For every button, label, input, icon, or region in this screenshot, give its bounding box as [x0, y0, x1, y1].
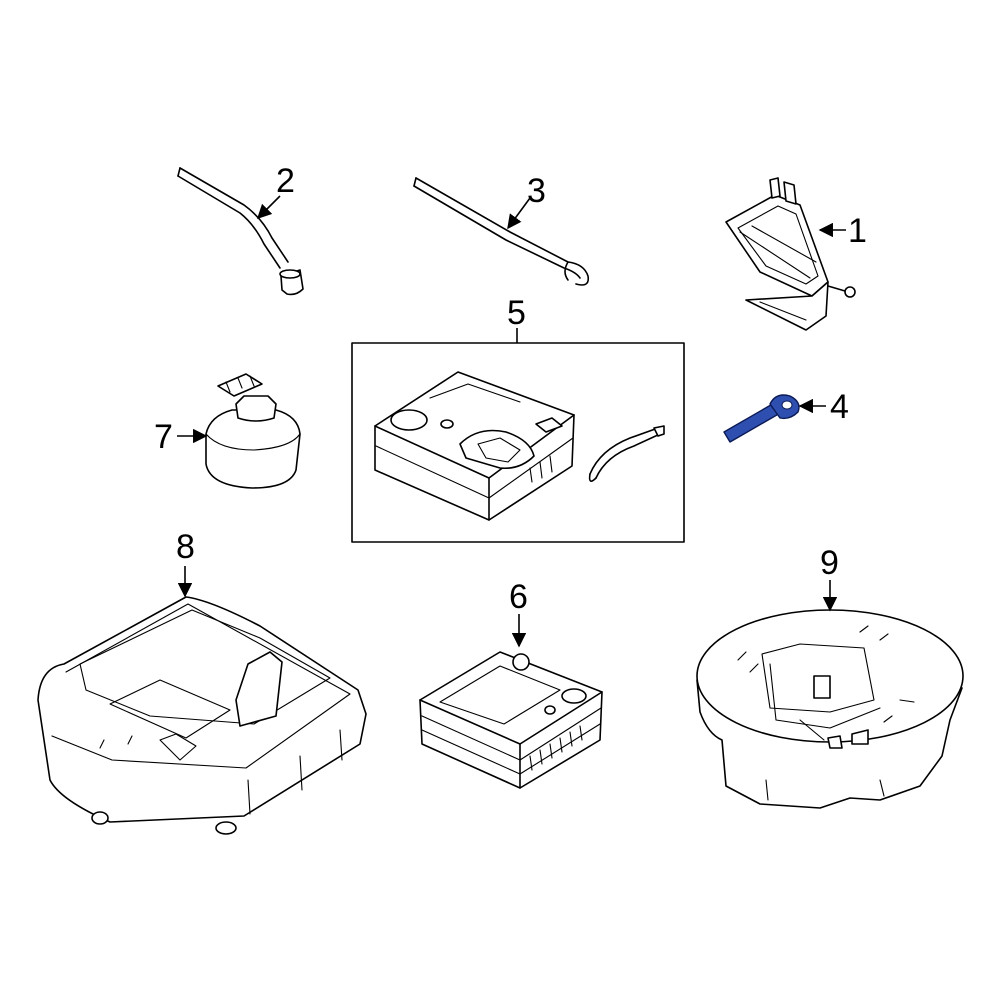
- part-2-wrench[interactable]: [177, 167, 304, 296]
- part-5-repair-kit[interactable]: [351, 342, 685, 543]
- part-8-tray[interactable]: [37, 596, 367, 835]
- callout-5: 5: [507, 294, 526, 332]
- callout-8: 8: [176, 528, 195, 566]
- callout-7: 7: [154, 418, 173, 456]
- leader-lines: [177, 195, 846, 648]
- part-3-jack-handle[interactable]: [413, 177, 590, 286]
- callout-2: 2: [276, 162, 295, 200]
- part-4-tow-eye[interactable]: [723, 394, 800, 443]
- callout-4: 4: [830, 388, 849, 426]
- callout-3: 3: [527, 172, 546, 210]
- part-1-jack[interactable]: [725, 177, 856, 331]
- callout-6: 6: [509, 578, 528, 616]
- part-6-compressor[interactable]: [419, 651, 603, 789]
- part-9-foam-holder[interactable]: [696, 609, 964, 809]
- callout-1: 1: [848, 212, 867, 250]
- callout-9: 9: [820, 544, 839, 582]
- part-7-sealant-bottle[interactable]: [205, 373, 301, 489]
